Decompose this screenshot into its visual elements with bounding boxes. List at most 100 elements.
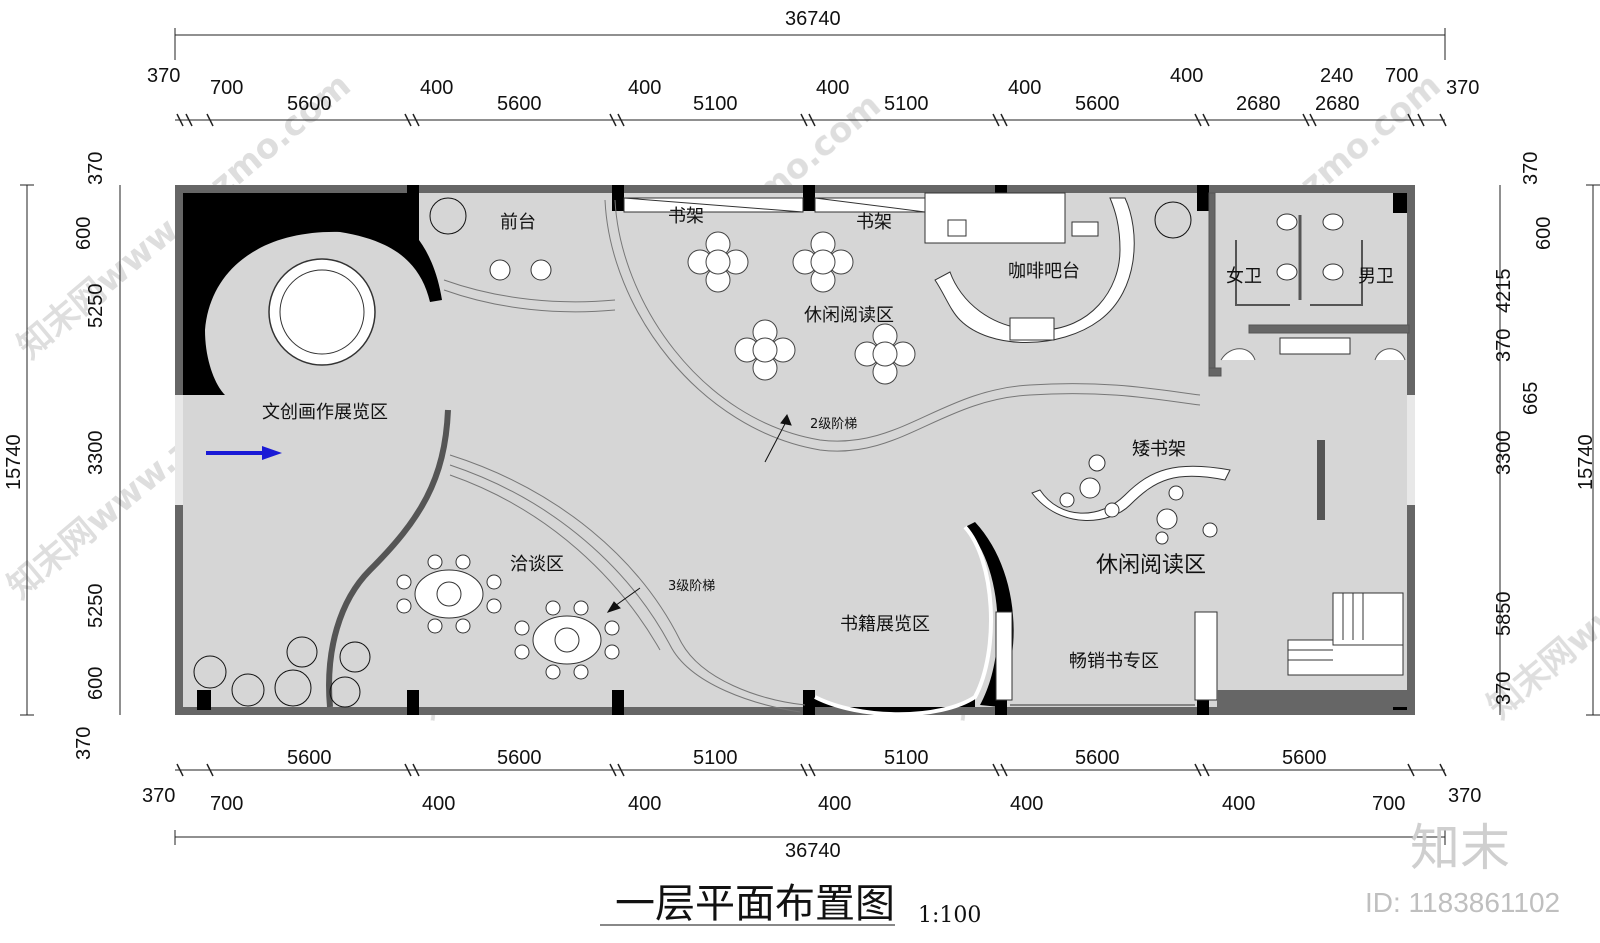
dim-label: 15740 [1575,434,1597,490]
left-dimension-labels: 370 600 5250 3300 5250 600 370 15740 [3,152,107,760]
label-shelf: 书架 [856,212,892,233]
id-label: ID: 1183861102 [1365,887,1560,918]
plant-icon [1154,201,1192,239]
dim-label: 600 [73,217,95,250]
dim-label: 370 [73,727,95,760]
dim-label: 700 [1372,793,1405,815]
dim-label: 5250 [85,284,107,329]
dim-label: 700 [210,77,243,99]
dim-label: 400 [1222,793,1255,815]
dim-label: 400 [422,793,455,815]
dimension-ticks [176,113,1447,777]
label-cafe: 咖啡吧台 [1008,261,1080,282]
dim-label: 2680 [1315,93,1360,115]
overall-width-bottom: 36740 [785,840,841,862]
top-dimension-labels: 370 700 5600 400 5600 400 5100 400 5100 … [147,65,1479,115]
bottom-dimension-labels: 5600 5600 5100 5100 5600 5600 370 700 40… [142,747,1481,815]
meeting-tables [396,554,620,680]
cafe-bar [924,192,1135,343]
right-entrance [1407,395,1415,505]
label-shelf: 书架 [668,206,704,227]
dim-label: 400 [628,77,661,99]
dim-label: 700 [1385,65,1418,87]
reception-stools [489,259,552,281]
plant-icon [429,197,467,235]
dim-label: 370 [1493,672,1515,705]
stair-arcs [443,199,1201,713]
dim-label: 5600 [1075,747,1120,769]
restroom-block [1208,192,1410,377]
dim-label: 2680 [1236,93,1281,115]
label-meeting: 洽谈区 [510,554,564,575]
label-women: 女卫 [1226,266,1262,287]
dim-label: 5600 [287,747,332,769]
dim-label: 5100 [693,93,738,115]
dim-label: 5100 [693,747,738,769]
label-reception: 前台 [500,212,536,233]
label-bestseller: 畅销书专区 [1069,651,1159,672]
left-entrance [175,395,183,505]
dim-label: 370 [1448,785,1481,807]
entrance-arrow [206,446,282,460]
top-shelves [623,197,926,213]
plan-title: 一层平面布置图 [615,881,895,927]
dim-label: 370 [85,152,107,185]
dim-label: 5600 [497,747,542,769]
partition-right [1317,440,1325,520]
label-stair-2: 2级阶梯 [810,417,857,432]
right-dimension-labels: 370 600 4215 370 665 3300 5850 370 15740 [1493,152,1597,705]
dim-label: 400 [628,793,661,815]
dim-label: 400 [1010,793,1043,815]
dim-label: 400 [1008,77,1041,99]
label-reading-area: 休闲阅读区 [1096,553,1206,578]
dim-label: 665 [1520,382,1542,415]
plan-scale: 1:100 [918,903,981,928]
plant-icon [193,655,227,689]
dim-label: 5100 [884,93,929,115]
stair-block [1217,592,1407,707]
plant-icon [339,641,371,673]
dim-label: 4215 [1493,269,1515,314]
room-labels: 前台 书架 书架 咖啡吧台 女卫 男卫 休闲阅读区 文创画作展览区 2级阶梯 矮… [262,206,1394,672]
dim-label: 5600 [1282,747,1327,769]
label-low-shelf: 矮书架 [1132,439,1186,460]
dim-label: 370 [1446,77,1479,99]
dim-label: 600 [1533,217,1555,250]
dim-label: 5100 [884,747,929,769]
dim-label: 15740 [3,434,25,490]
dim-label: 400 [420,77,453,99]
plant-icon [274,669,312,707]
dim-label: 240 [1320,65,1353,87]
plant-icon [286,636,318,668]
meeting-curved-wall [326,409,451,708]
reading-tables [687,231,916,385]
plants [193,197,1192,708]
exhibit-display-circle [268,258,376,366]
book-exhibit-curved-wall [815,522,1014,715]
dim-label: 370 [142,785,175,807]
dim-label: 370 [1493,329,1515,362]
brand-logo-text: 知末 [1410,819,1510,877]
dim-label: 370 [147,65,180,87]
dim-label: 5600 [497,93,542,115]
label-exhibit: 文创画作展览区 [262,402,388,423]
label-reading-area: 休闲阅读区 [804,305,894,326]
bestseller-shelves [995,611,1218,706]
dim-label: 370 [1520,152,1542,185]
label-stair-3: 3级阶梯 [668,579,715,594]
plant-icon [329,676,361,708]
stair-arrows [606,413,792,613]
dim-label: 400 [816,77,849,99]
dim-label: 5600 [287,93,332,115]
low-shelf [1031,454,1231,545]
dim-label: 700 [210,793,243,815]
label-men: 男卫 [1358,266,1394,287]
dim-label: 5850 [1493,592,1515,637]
overall-width-top: 36740 [785,8,841,30]
dim-label: 5600 [1075,93,1120,115]
dim-label: 600 [85,667,107,700]
dim-label: 5250 [85,584,107,629]
label-book-exhibit: 书籍展览区 [840,614,930,635]
dim-label: 400 [1170,65,1203,87]
